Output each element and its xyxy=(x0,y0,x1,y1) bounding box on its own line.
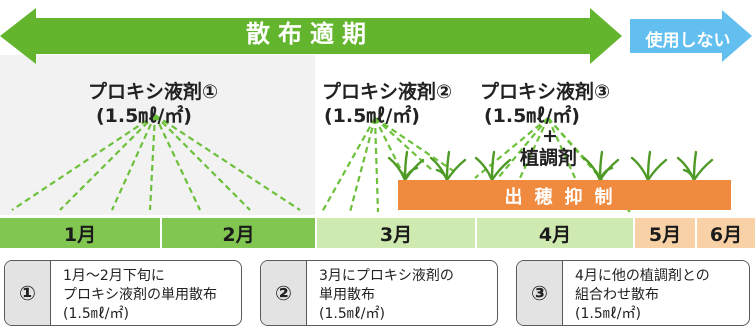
background-panel xyxy=(0,55,315,215)
spray-lines-3 xyxy=(474,117,631,213)
legend-line: (1.5㎖/㎡) xyxy=(319,306,385,322)
legend-number: ② xyxy=(261,261,307,325)
legend-line: 3月にプロキシ液剤の xyxy=(319,268,454,284)
product-3-name: プロキシ液剤③ xyxy=(480,81,611,103)
legend-line: 1月～2月下旬に xyxy=(63,268,165,284)
legend-text: 1月～2月下旬に プロキシ液剤の単用散布 (1.5㎖/㎡) xyxy=(51,261,217,325)
legend-line: (1.5㎖/㎡) xyxy=(575,306,641,322)
legend-box-1: ① 1月～2月下旬に プロキシ液剤の単用散布 (1.5㎖/㎡) xyxy=(4,260,242,326)
heading-suppression-bar xyxy=(398,180,731,210)
legend-number: ③ xyxy=(517,261,563,325)
application-period-arrow xyxy=(0,8,622,64)
product-1-name: プロキシ液剤① xyxy=(88,81,219,103)
legend-line: (1.5㎖/㎡) xyxy=(63,306,129,322)
product-1-rate: (1.5㎖/㎡) xyxy=(96,105,192,127)
product-3-extra: 植調剤 xyxy=(520,147,578,169)
product-2-rate: (1.5㎖/㎡) xyxy=(324,105,420,127)
legend-line: 4月に他の植調剤との xyxy=(575,268,710,284)
not-used-arrow xyxy=(630,10,752,62)
legend-number: ① xyxy=(5,261,51,325)
product-3-plus: + xyxy=(542,125,558,147)
month-mar: 3月 xyxy=(315,218,475,248)
application-period-label: 散布適期 xyxy=(246,20,374,48)
legend-text: 4月に他の植調剤との 組合わせ散布 (1.5㎖/㎡) xyxy=(563,261,710,325)
not-used-label: 使用しない xyxy=(645,31,731,51)
legend-box-3: ③ 4月に他の植調剤との 組合わせ散布 (1.5㎖/㎡) xyxy=(516,260,750,326)
heading-suppression-label: 出穂抑制 xyxy=(504,187,625,208)
month-jun: 6月 xyxy=(695,218,755,248)
product-2-name: プロキシ液剤② xyxy=(322,81,453,103)
legend-line: プロキシ液剤の単用散布 xyxy=(63,287,217,303)
product-3-rate: (1.5㎖/㎡) xyxy=(484,105,580,127)
legend-box-2: ② 3月にプロキシ液剤の 単用散布 (1.5㎖/㎡) xyxy=(260,260,498,326)
month-apr: 4月 xyxy=(475,218,633,248)
legend-line: 単用散布 xyxy=(319,287,375,303)
spray-lines-1 xyxy=(11,114,301,211)
legend-text: 3月にプロキシ液剤の 単用散布 (1.5㎖/㎡) xyxy=(307,261,454,325)
month-jan: 1月 xyxy=(0,218,160,248)
legend-line: 組合わせ散布 xyxy=(575,287,659,303)
month-may: 5月 xyxy=(633,218,695,248)
month-feb: 2月 xyxy=(160,218,315,248)
grass-icons xyxy=(387,150,714,182)
